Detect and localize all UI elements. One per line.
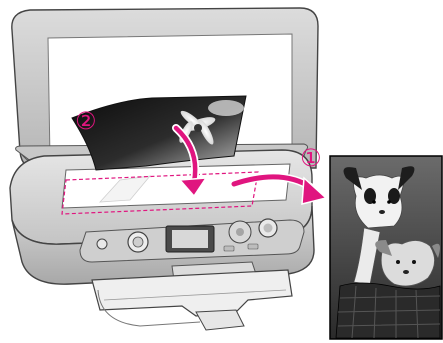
printer-body: [10, 144, 314, 284]
power-button: [97, 239, 107, 249]
basket: [336, 283, 440, 338]
step-1-label: ①: [300, 144, 322, 172]
original-photo: [330, 156, 442, 339]
tray-extension: [196, 310, 244, 330]
scanner-glass: [62, 164, 290, 208]
step-2-label: ②: [75, 107, 97, 135]
